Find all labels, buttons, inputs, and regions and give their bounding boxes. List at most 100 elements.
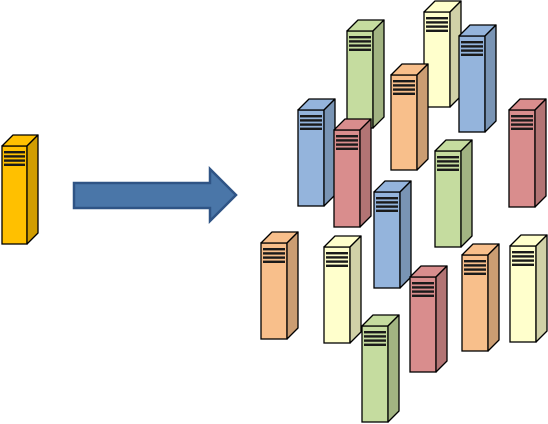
drive-bay-stripe (461, 49, 483, 52)
server-tower-icon (336, 135, 358, 150)
drive-bay-stripe (461, 45, 483, 48)
drive-bay-stripe (336, 147, 358, 150)
server-side-face (286, 231, 299, 340)
server-tower-icon (376, 197, 398, 212)
cluster-server-tower (409, 265, 448, 373)
drive-bay-stripe (512, 263, 534, 266)
drive-bay-stripe (393, 92, 415, 95)
cluster-server-tower (323, 235, 362, 344)
drive-bay-stripe (336, 139, 358, 142)
drive-bay-stripe (376, 209, 398, 212)
drive-bay-stripe (336, 143, 358, 146)
server-side-face (460, 139, 473, 248)
server-front-face (434, 150, 462, 248)
drive-bay-stripe (393, 80, 415, 83)
drive-bay-stripe (300, 127, 322, 130)
server-tower-icon (393, 80, 415, 95)
server-front-face (390, 74, 418, 171)
drive-bay-stripe (364, 331, 386, 334)
drive-bay-stripe (426, 29, 448, 32)
cluster-server-tower (361, 314, 400, 423)
server-tower-icon (4, 151, 25, 166)
cluster-server-tower (297, 98, 336, 207)
server-front-face (260, 242, 288, 340)
drive-bay-stripe (364, 343, 386, 346)
drive-bay-stripe (263, 248, 285, 251)
server-side-face (435, 265, 448, 373)
server-tower-icon (426, 17, 448, 32)
drive-bay-stripe (300, 119, 322, 122)
drive-bay-stripe (461, 53, 483, 56)
server-side-face (26, 134, 39, 245)
drive-bay-stripe (512, 251, 534, 254)
drive-bay-stripe (376, 197, 398, 200)
drive-bay-stripe (461, 41, 483, 44)
drive-bay-stripe (349, 36, 371, 39)
cluster-server-tower (390, 63, 429, 171)
cluster-server-tower (333, 118, 372, 228)
drive-bay-stripe (393, 88, 415, 91)
server-side-face (487, 243, 500, 352)
drive-bay-stripe (426, 21, 448, 24)
server-tower-icon (511, 115, 533, 130)
single-server (1, 134, 39, 245)
drive-bay-stripe (349, 40, 371, 43)
cluster-server-tower (508, 98, 547, 208)
drive-bay-stripe (412, 282, 434, 285)
cluster-server-tower (458, 24, 497, 133)
drive-bay-stripe (349, 48, 371, 51)
server-cluster (260, 0, 548, 423)
cluster-server-tower (260, 231, 299, 340)
server-tower-icon (461, 41, 483, 56)
server-front-face (509, 245, 537, 343)
server-tower-icon (364, 331, 386, 346)
server-side-face (387, 314, 400, 423)
server-tower-icon (437, 156, 459, 171)
server-tower-icon (326, 252, 348, 267)
server-front-face (297, 109, 325, 207)
drive-bay-stripe (511, 127, 533, 130)
drive-bay-stripe (511, 123, 533, 126)
drive-bay-stripe (412, 294, 434, 297)
server-front-face (458, 35, 486, 133)
server-tower-icon (300, 115, 322, 130)
drive-bay-stripe (511, 115, 533, 118)
server-front-face (333, 129, 361, 228)
drive-bay-stripe (326, 256, 348, 259)
drive-bay-stripe (437, 156, 459, 159)
drive-bay-stripe (4, 151, 25, 154)
drive-bay-stripe (326, 260, 348, 263)
server-side-face (534, 98, 547, 208)
cluster-server-tower (373, 180, 412, 289)
server-tower-icon (349, 36, 371, 51)
drive-bay-stripe (426, 25, 448, 28)
drive-bay-stripe (364, 339, 386, 342)
server-side-face (359, 118, 372, 228)
drive-bay-stripe (336, 135, 358, 138)
drive-bay-stripe (326, 264, 348, 267)
drive-bay-stripe (412, 286, 434, 289)
drive-bay-stripe (437, 168, 459, 171)
server-front-face (409, 276, 437, 373)
drive-bay-stripe (464, 272, 486, 275)
server-side-face (399, 180, 412, 289)
drive-bay-stripe (464, 268, 486, 271)
drive-bay-stripe (464, 260, 486, 263)
drive-bay-stripe (300, 115, 322, 118)
server-front-face (1, 145, 28, 245)
drive-bay-stripe (4, 155, 25, 158)
drive-bay-stripe (300, 123, 322, 126)
drive-bay-stripe (4, 163, 25, 166)
cluster-server-tower (509, 234, 548, 343)
drive-bay-stripe (393, 84, 415, 87)
drive-bay-stripe (464, 264, 486, 267)
drive-bay-stripe (437, 160, 459, 163)
server-tower-icon (512, 251, 534, 266)
server-front-face (508, 109, 536, 208)
drive-bay-stripe (426, 17, 448, 20)
server-side-face (416, 63, 429, 171)
drive-bay-stripe (263, 260, 285, 263)
drive-bay-stripe (349, 44, 371, 47)
drive-bay-stripe (512, 255, 534, 258)
